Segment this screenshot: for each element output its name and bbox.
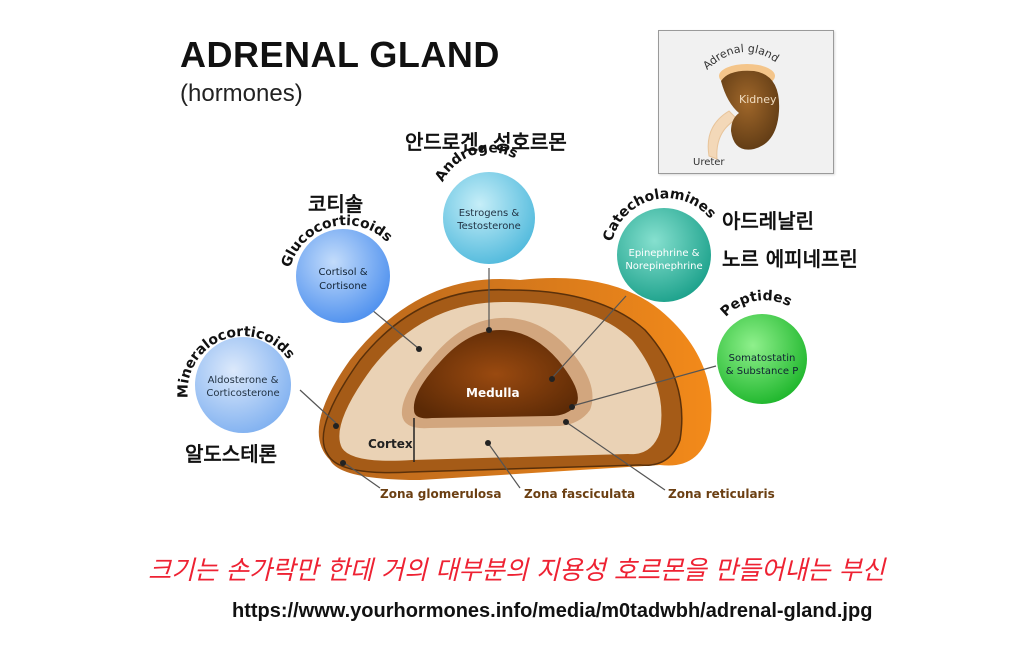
peptides-node: Peptides Somatostatin & Substance P	[717, 288, 807, 404]
medulla-label: Medulla	[466, 386, 520, 400]
glucocorticoids-node: Glucocorticoids Cortisol & Cortisone	[279, 213, 395, 323]
mineralocorticoids-korean-note: 알도스테론	[185, 442, 277, 466]
cortex-label: Cortex	[368, 437, 413, 451]
svg-text:Aldosterone &: Aldosterone &	[208, 375, 279, 386]
adrenal-cross-section: Medulla Cortex Zona glomerulosa Zona fas…	[176, 140, 807, 501]
zona-reticularis-label: Zona reticularis	[668, 487, 775, 501]
inset-kidney-label: Kidney	[739, 93, 777, 106]
svg-text:Somatostatin: Somatostatin	[729, 353, 796, 364]
inset-ureter-label: Ureter	[693, 157, 725, 168]
source-url: https://www.yourhormones.info/media/m0ta…	[232, 600, 873, 622]
svg-text:Epinephrine &: Epinephrine &	[629, 248, 700, 259]
mineralocorticoids-node: Mineralocorticoids Aldosterone & Cortico…	[176, 324, 298, 433]
medulla	[413, 330, 578, 419]
catecholamines-korean-note-1: 아드레날린	[722, 209, 814, 233]
androgens-node: Androgens Estrogens & Testosterone	[432, 140, 535, 264]
catecholamines-node: Catecholamines Epinephrine & Norepinephr…	[600, 186, 719, 302]
svg-text:Norepinephrine: Norepinephrine	[625, 261, 702, 272]
svg-text:Corticosterone: Corticosterone	[206, 388, 279, 399]
svg-text:Testosterone: Testosterone	[456, 221, 521, 232]
svg-text:Cortisone: Cortisone	[319, 281, 367, 292]
svg-text:Cortisol &: Cortisol &	[319, 267, 368, 278]
diagram-title: ADRENAL GLAND	[180, 34, 500, 75]
svg-text:& Substance P: & Substance P	[726, 366, 798, 377]
catecholamines-korean-note-2: 노르 에피네프린	[722, 247, 858, 271]
zona-glomerulosa-label: Zona glomerulosa	[380, 487, 501, 501]
diagram-subtitle: (hormones)	[180, 80, 303, 107]
zona-fasciculata-label: Zona fasciculata	[524, 487, 635, 501]
kidney-illustration: Adrenal gland Kidney Ureter	[693, 42, 781, 168]
androgens-korean-note: 안드로겐, 성호르몬	[405, 130, 567, 154]
svg-text:Estrogens &: Estrogens &	[459, 208, 520, 219]
kidney-inset: Adrenal gland Kidney Ureter	[658, 30, 834, 174]
glucocorticoids-korean-note: 코티솔	[308, 192, 364, 216]
korean-caption: 크기는 손가락만 한데 거의 대부분의 지용성 호르몬을 만들어내는 부신	[148, 556, 886, 586]
